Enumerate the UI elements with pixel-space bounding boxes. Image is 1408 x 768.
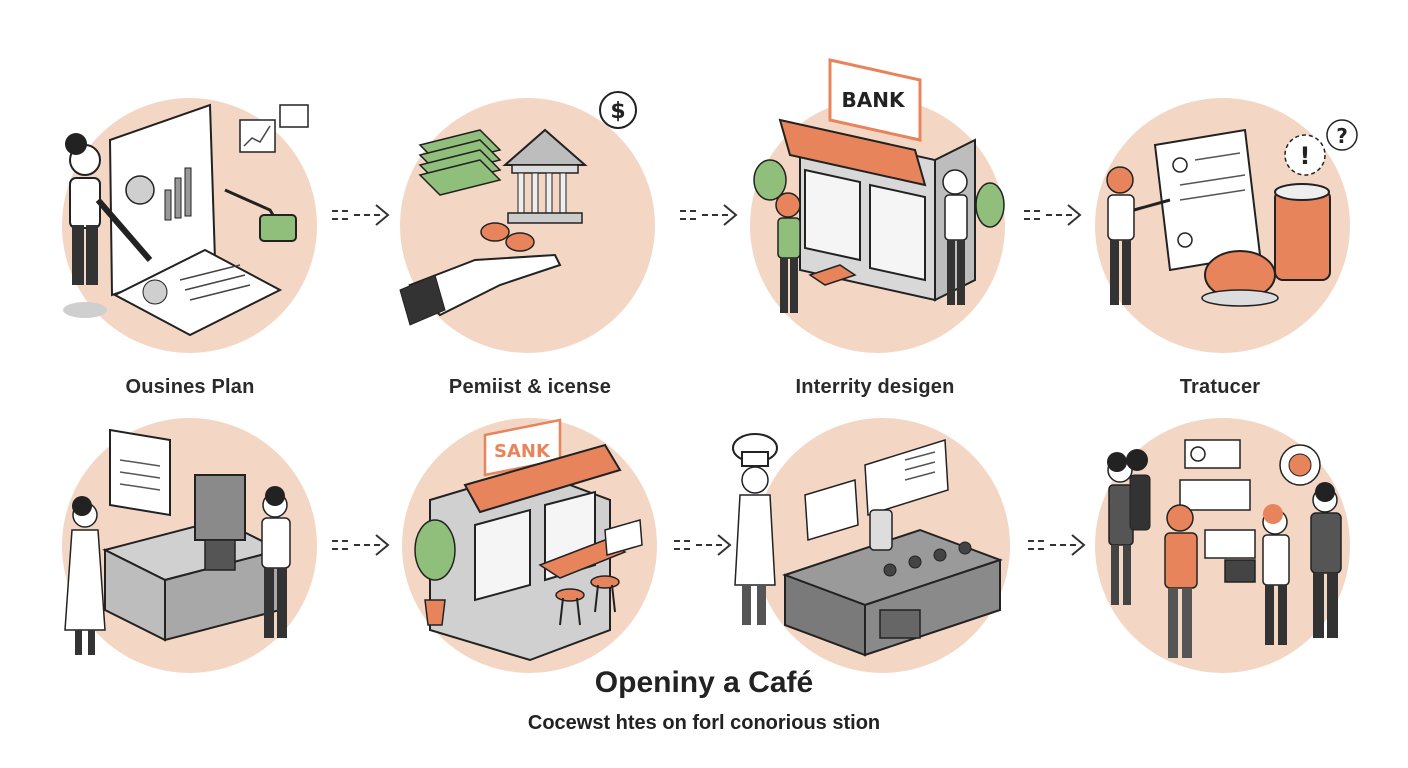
question-icon: ? [1336, 124, 1348, 148]
tratucer-illustration: ! ? [1106, 119, 1358, 307]
business-plan-illustration [63, 103, 309, 337]
exclamation-icon: ! [1300, 142, 1311, 170]
step-opening-team [1085, 400, 1385, 720]
permit-license-illustration: $ [399, 91, 637, 326]
arrow-right-icon [1028, 534, 1086, 556]
storefront-illustration: SANK [414, 418, 643, 662]
diagram-subtitle: Cocewst htes on forl conorious stion [527, 712, 881, 734]
arrow-right-icon [1024, 204, 1082, 226]
arrow-right-icon [332, 204, 390, 226]
step-caption: Pemiist & icense [448, 376, 612, 398]
diagram-title: Openiny a Café [594, 666, 814, 699]
arrow-right-icon [680, 204, 738, 226]
dollar-icon: $ [610, 99, 625, 124]
step-caption: Interrity desigen [795, 376, 955, 398]
opening-team-illustration [1107, 439, 1342, 658]
step-storefront: SANK [380, 400, 680, 720]
step-business-plan: Ousines Plan [40, 60, 340, 398]
step-permit-license: $ Pemiist & icense [380, 60, 680, 398]
step-caption: Tratucer [1179, 376, 1261, 398]
step-interior-design: BANK Interrity desigen [740, 58, 1040, 398]
step-equipment-setup [40, 400, 340, 720]
equipment-setup-illustration [64, 428, 291, 655]
kitchen-illustration [732, 433, 1003, 657]
step-caption: Ousines Plan [125, 376, 255, 398]
bank-sign-label: BANK [842, 88, 906, 112]
interior-design-illustration: BANK [753, 58, 1005, 313]
step-kitchen [720, 400, 1020, 720]
step-tratucer: ! ? Tratucer [1080, 60, 1380, 398]
arrow-right-icon [332, 534, 390, 556]
sank-sign-label: SANK [494, 441, 551, 462]
arrow-right-icon [674, 534, 732, 556]
